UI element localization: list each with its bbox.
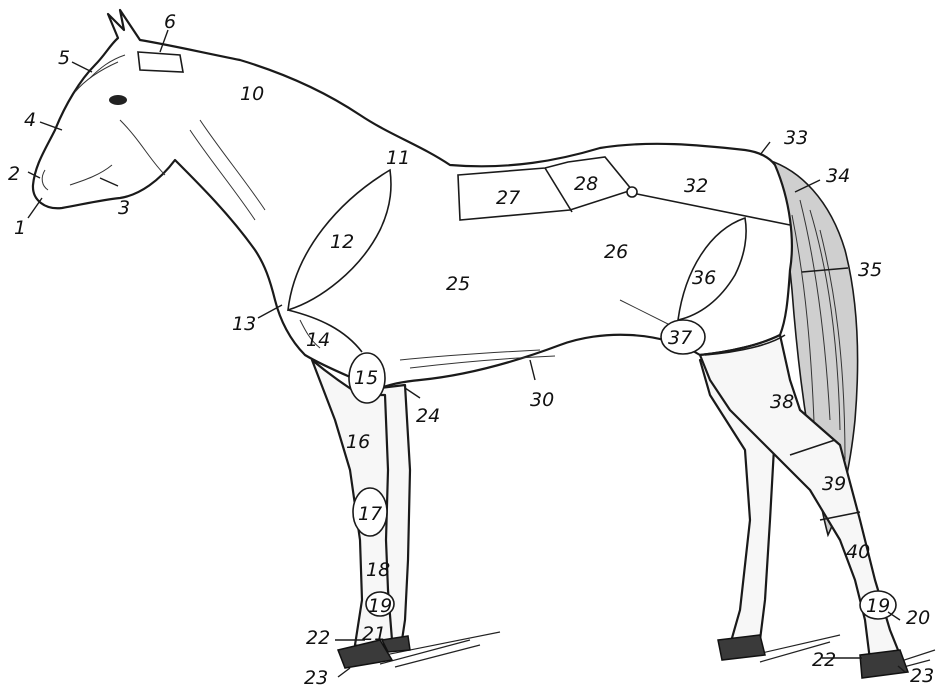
label-6: 6: [164, 11, 176, 33]
label-25: 25: [446, 273, 470, 295]
label-40: 40: [846, 541, 870, 563]
label-33: 33: [784, 127, 808, 149]
label-19-hind: 19: [866, 595, 890, 617]
label-20: 20: [906, 607, 930, 629]
label-4: 4: [24, 109, 36, 131]
label-17: 17: [358, 503, 382, 525]
label-23-fore: 23: [304, 667, 328, 689]
label-38: 38: [770, 391, 794, 413]
label-23-hind: 23: [910, 665, 934, 687]
label-2: 2: [8, 163, 20, 185]
label-30: 30: [530, 389, 554, 411]
label-15: 15: [354, 367, 378, 389]
label-12: 12: [330, 231, 354, 253]
label-32: 32: [684, 175, 708, 197]
label-21: 21: [362, 623, 386, 645]
label-26: 26: [604, 241, 628, 263]
label-34: 34: [826, 165, 850, 187]
eye: [109, 95, 127, 105]
hip-point: [627, 187, 637, 197]
label-14: 14: [306, 329, 330, 351]
label-22-hind: 22: [812, 649, 836, 671]
label-18: 18: [366, 559, 390, 581]
label-13: 13: [232, 313, 256, 335]
label-36: 36: [692, 267, 716, 289]
label-19-fore: 19: [368, 595, 392, 617]
ground-shadow: [360, 632, 935, 672]
label-11: 11: [386, 147, 410, 169]
hoof-hind-near: [860, 650, 908, 678]
label-35: 35: [858, 259, 882, 281]
label-1: 1: [14, 217, 26, 239]
label-24: 24: [416, 405, 440, 427]
label-28: 28: [574, 173, 598, 195]
label-37: 37: [668, 327, 692, 349]
label-5: 5: [58, 47, 70, 69]
label-10: 10: [240, 83, 264, 105]
label-22-fore: 22: [306, 627, 330, 649]
label-39: 39: [822, 473, 846, 495]
label-16: 16: [346, 431, 370, 453]
label-3: 3: [118, 197, 130, 219]
poll-zone: [138, 52, 183, 72]
label-27: 27: [496, 187, 520, 209]
hoof-hind-far: [718, 635, 765, 660]
